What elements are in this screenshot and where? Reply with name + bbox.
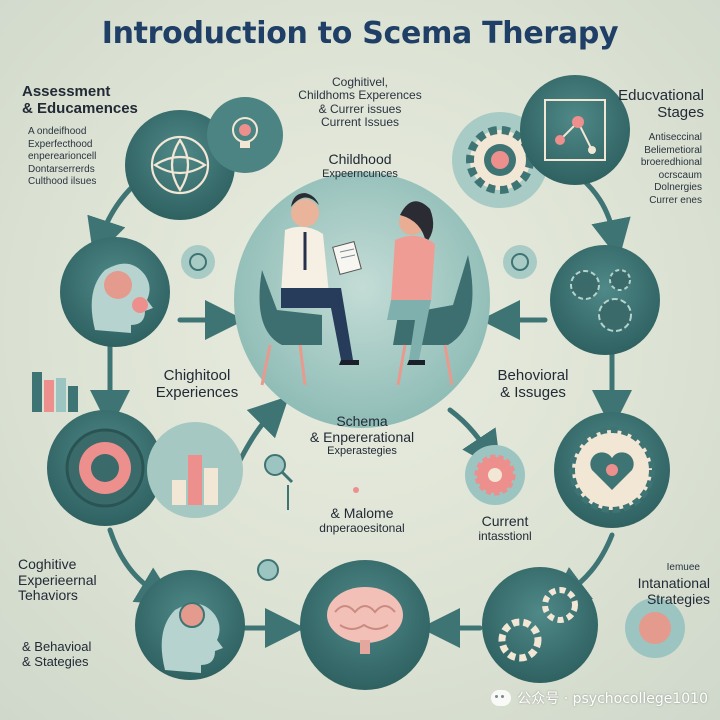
top-center-heading: Coghitivel, Childhoms Experences & Curre… — [298, 75, 422, 130]
mid-left-label: Chighitool Experiences — [155, 367, 239, 401]
top-right-heading: Educvational Stages — [618, 87, 704, 121]
globe-node — [625, 598, 685, 658]
gears-node — [550, 245, 660, 355]
brain-icon — [327, 587, 403, 654]
bottom-gears-node — [482, 567, 598, 683]
therapy-session-illustration — [234, 172, 490, 428]
top-center-subtext: Childhood Expeerncunces — [322, 151, 398, 180]
bottom-right-small: Iemuee — [666, 562, 700, 573]
top-left-subtext: A ondeifhood Experfecthood enperearionce… — [28, 126, 97, 187]
brain-node — [300, 560, 430, 690]
bottom-head-node — [135, 570, 245, 680]
head-profile-node — [60, 237, 170, 347]
clipboard-icon — [332, 241, 362, 275]
bar-chart-node — [147, 422, 243, 518]
mid-right-label: Behovioral & Issuges — [497, 367, 569, 401]
top-right-subtext: Antiseccinal Beliemetioral broeredhional… — [640, 132, 702, 206]
bottom-left-subtext: & Behavioal & Stategies — [22, 639, 92, 669]
target-node — [47, 410, 163, 526]
top-left-heading: Assessment & Educamences — [22, 83, 138, 117]
lightbulb-icon — [232, 117, 258, 148]
center-bottom-label: & Malome dnperaoesitonal — [319, 505, 405, 535]
bottom-left-heading: Coghitive Experieernal Tehaviors — [18, 556, 97, 604]
heart-node — [554, 412, 670, 528]
gears-icon — [570, 269, 632, 332]
lotus-icon — [150, 135, 210, 195]
network-icon — [544, 99, 606, 161]
target-icon — [65, 428, 145, 508]
center-right-label: Current intasstionl — [478, 513, 532, 543]
wechat-icon — [491, 690, 512, 706]
lightbulb-node — [207, 97, 283, 173]
bottom-right-heading: Intanational Strategies — [637, 575, 710, 607]
magnifier-icon — [264, 454, 294, 484]
watermark: 公众号 · psychocollege1010 — [491, 688, 708, 708]
bar-chart-icon — [32, 372, 78, 412]
watermark-text: 公众号 · psychocollege1010 — [517, 691, 708, 707]
center-lower-label: Schema & Enpererational Experastegies — [309, 413, 415, 458]
globe-icon — [639, 612, 671, 644]
page-title: Introduction to Scema Therapy — [101, 16, 619, 51]
network-node — [520, 75, 630, 185]
small-gear-node — [465, 445, 525, 505]
